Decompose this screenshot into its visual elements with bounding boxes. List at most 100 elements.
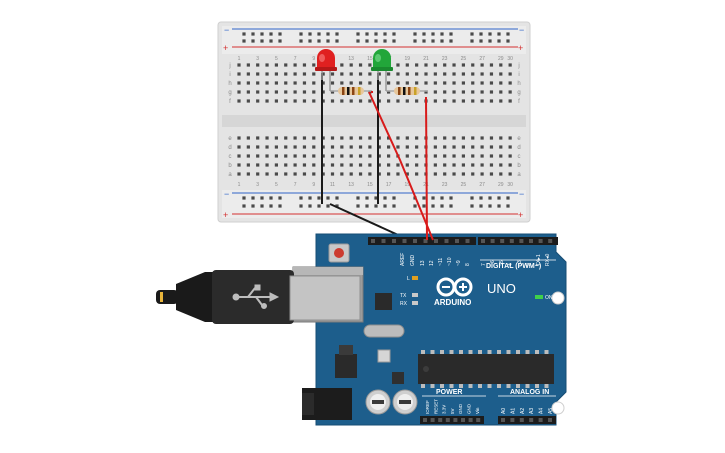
header-holes	[371, 239, 553, 422]
bb-hole	[349, 163, 353, 167]
header-hole	[423, 418, 427, 422]
bb-hole	[284, 81, 288, 85]
rail-hole	[470, 196, 474, 200]
bb-hole	[443, 72, 447, 76]
bb-col-label: 30	[507, 56, 513, 62]
bb-col-label: 15	[367, 182, 373, 188]
bb-hole	[433, 90, 437, 94]
bb-hole	[377, 81, 381, 85]
red-wire-pin12	[425, 96, 428, 241]
bb-hole	[302, 163, 307, 167]
rail-hole	[497, 32, 501, 36]
rail-hole	[260, 39, 264, 43]
rail-hole	[449, 204, 453, 208]
bb-hole	[237, 154, 241, 158]
bb-hole	[387, 81, 391, 85]
bb-hole	[405, 63, 409, 67]
bb-hole	[237, 145, 241, 149]
rail-hole	[488, 32, 492, 36]
rail-hole	[365, 204, 369, 208]
atmega-chip	[418, 354, 554, 384]
header-hole	[510, 418, 515, 422]
bb-hole	[237, 90, 241, 94]
bb-row-label: i	[229, 72, 230, 78]
reset-button[interactable]	[328, 243, 350, 263]
voltage-regulator	[335, 354, 357, 378]
power-pin-label: RESET	[433, 399, 438, 414]
red-wires	[368, 91, 434, 241]
bb-hole	[274, 172, 278, 176]
rail-hole	[356, 39, 360, 43]
bb-hole	[489, 63, 494, 67]
bb-hole	[489, 136, 494, 140]
chip-pin	[506, 384, 511, 388]
bb-hole	[274, 81, 278, 85]
rail-minus-bottom-right: −	[519, 189, 524, 199]
bb-hole	[489, 90, 494, 94]
bb-hole	[321, 90, 325, 94]
bb-hole	[256, 99, 260, 103]
bb-hole	[237, 99, 241, 103]
bb-hole	[340, 63, 344, 67]
rail-hole	[269, 39, 273, 43]
power-pin-label: 3.3V	[442, 405, 447, 414]
rail-hole	[506, 196, 510, 200]
bb-hole	[265, 72, 269, 76]
bb-hole	[340, 72, 344, 76]
bb-hole	[471, 145, 475, 149]
rail-hole	[326, 204, 330, 208]
bb-hole	[293, 99, 297, 103]
bb-hole	[284, 136, 288, 140]
chip-pin	[430, 384, 435, 388]
rail-hole	[470, 204, 474, 208]
bb-col-label: 25	[461, 182, 467, 188]
bb-hole	[349, 81, 353, 85]
rail-hole	[335, 196, 339, 200]
bb-hole	[452, 90, 456, 94]
bb-hole	[237, 81, 241, 85]
bb-hole	[302, 136, 307, 140]
bb-hole	[499, 99, 503, 103]
red-wire-pin13	[368, 91, 434, 241]
bb-hole	[489, 145, 494, 149]
chip-pin	[525, 350, 530, 354]
bb-hole	[471, 163, 475, 167]
bb-col-label: 7	[294, 56, 297, 62]
power-pin-label: GND	[467, 403, 472, 414]
bb-hole	[256, 145, 260, 149]
bb-hole	[443, 154, 447, 158]
bb-hole	[405, 99, 409, 103]
chip-pin	[449, 350, 454, 354]
rail-hole	[440, 204, 444, 208]
bb-col-label: 3	[256, 182, 259, 188]
bb-hole	[312, 172, 316, 176]
rail-hole	[326, 32, 330, 36]
bb-hole	[489, 99, 494, 103]
rail-hole	[440, 196, 444, 200]
rail-hole	[317, 204, 321, 208]
bb-col-label: 19	[405, 182, 411, 188]
bb-hole	[274, 99, 278, 103]
rail-minus-top-left: −	[224, 25, 229, 35]
capacitors	[365, 389, 418, 415]
breadboard-labels: 1133557799111113131515171719192121232325…	[228, 56, 521, 188]
bb-hole	[424, 81, 428, 85]
header-hole	[500, 239, 505, 243]
header-hole	[548, 239, 553, 243]
header-hole	[476, 418, 481, 422]
bb-hole	[293, 145, 297, 149]
digital-pin-label: ~9	[456, 260, 462, 266]
bb-hole	[415, 154, 419, 158]
bb-hole	[358, 163, 363, 167]
rail-hole	[392, 204, 396, 208]
rail-hole	[392, 32, 396, 36]
bb-hole	[471, 172, 475, 176]
rail-hole	[269, 32, 273, 36]
bb-hole	[461, 163, 465, 167]
bb-hole	[461, 72, 465, 76]
bb-row-label: j	[228, 63, 230, 69]
bb-hole	[302, 145, 307, 149]
chip-pin	[440, 350, 444, 354]
bb-hole	[349, 136, 353, 140]
